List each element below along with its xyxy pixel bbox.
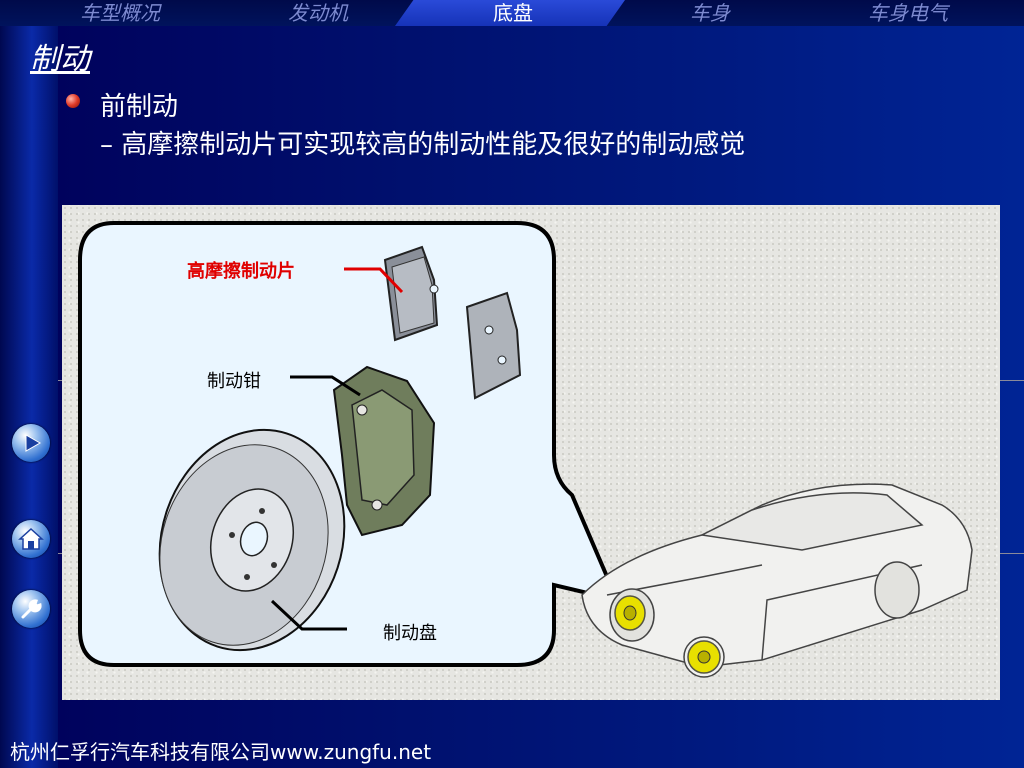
leader-line-caliper	[290, 375, 361, 397]
bullet-text: 前制动	[100, 92, 179, 122]
nav-active-highlight	[395, 0, 625, 26]
tools-button[interactable]	[12, 590, 50, 628]
label-brake-disc: 制动盘	[383, 623, 437, 644]
sub-bullet-text: – 高摩擦制动片可实现较高的制动性能及很好的制动感觉	[100, 130, 746, 160]
brake-disc	[158, 428, 346, 652]
footer-company: 杭州仁孚行汽车科技有限公司www.zungfu.net	[10, 740, 432, 764]
nav-item-engine[interactable]: 发动机	[288, 1, 348, 25]
car-illustration	[581, 483, 973, 678]
label-brake-caliper: 制动钳	[207, 371, 261, 392]
diagram-illustration	[78, 221, 973, 678]
nav-item-chassis[interactable]: 底盘	[493, 1, 533, 25]
diagram-panel	[62, 205, 1000, 700]
brake-caliper	[332, 365, 436, 537]
nav-item-overview[interactable]: 车型概况	[80, 1, 160, 25]
play-arrow-icon	[25, 434, 42, 452]
left-bar	[0, 0, 58, 768]
home-button[interactable]	[12, 520, 50, 558]
brake-pad-outer	[465, 291, 522, 400]
brake-pad-inner	[383, 245, 439, 342]
wrench-icon	[21, 599, 42, 619]
nav-item-body-electrical[interactable]: 车身电气	[868, 1, 948, 25]
home-icon	[18, 527, 44, 550]
label-brake-pad: 高摩擦制动片	[187, 261, 295, 282]
leader-line-pad	[344, 267, 404, 294]
nav-item-body[interactable]: 车身	[690, 1, 730, 25]
top-nav: 车型概况 发动机 底盘 车身 车身电气	[0, 0, 1024, 26]
front-brake-highlight	[614, 595, 721, 674]
bullet-icon	[66, 94, 80, 108]
leader-line-disc	[270, 599, 347, 631]
section-title: 制动	[30, 42, 90, 77]
next-button[interactable]	[12, 424, 50, 462]
